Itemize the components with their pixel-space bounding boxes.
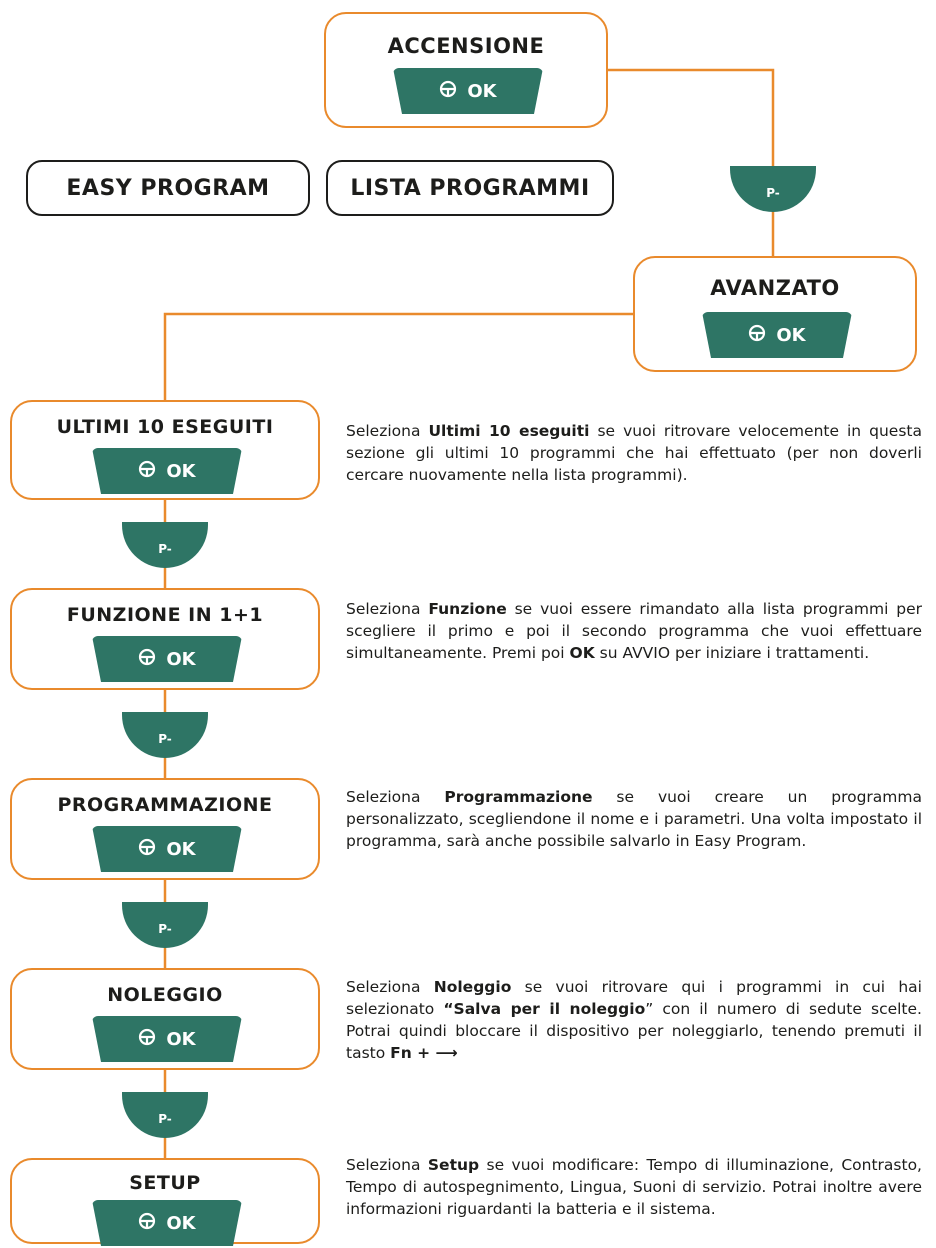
avanzato-ok-button[interactable]: OK [702,312,852,358]
funzione-ok-button[interactable]: OK [92,636,242,682]
noleggio-ok-button[interactable]: OK [92,1016,242,1062]
connector-accensione-avanzato [606,68,775,256]
ok-label: OK [166,838,196,860]
setup-description: Seleziona Setup se vuoi modificare: Temp… [346,1156,922,1218]
avanzato-box: AVANZATO OK [633,256,917,372]
fn-arrow-shortcut: Fn + ⟶ [390,1044,458,1062]
programmazione-box: PROGRAMMAZIONE OK [10,778,320,880]
easy-program-box[interactable]: EASY PROGRAM [26,160,310,216]
accensione-title: ACCENSIONE [387,34,545,58]
ok-label: OK [166,648,196,670]
setup-box: SETUP OK [10,1158,320,1246]
ok-label: OK [166,460,196,482]
connector-avanzato-ultimi [163,312,633,400]
power-icon [138,648,156,671]
ultimi-10-ok-button[interactable]: OK [92,448,242,494]
noleggio-description: Seleziona Noleggio se vuoi ritrovare qui… [346,978,922,1062]
power-icon [138,1212,156,1235]
power-icon [439,80,457,103]
programmazione-title: PROGRAMMAZIONE [57,794,273,816]
ok-label: OK [166,1212,196,1234]
accensione-ok-button[interactable]: OK [393,68,543,114]
ok-label: OK [776,324,806,346]
setup-title: SETUP [129,1172,201,1194]
ok-label: OK [467,80,497,102]
accensione-box: ACCENSIONE OK [324,12,608,128]
noleggio-box: NOLEGGIO OK [10,968,320,1070]
ultimi-10-title: ULTIMI 10 ESEGUITI [56,416,274,438]
power-icon [138,1028,156,1051]
funzione-title: FUNZIONE IN 1+1 [66,604,264,626]
lista-programmi-box[interactable]: LISTA PROGRAMMI [326,160,614,216]
ok-label: OK [166,1028,196,1050]
noleggio-title: NOLEGGIO [107,984,223,1006]
funzione-description: Seleziona Funzione se vuoi essere rimand… [346,600,922,662]
funzione-box: FUNZIONE IN 1+1 OK [10,588,320,690]
power-icon [748,324,766,347]
programmazione-ok-button[interactable]: OK [92,826,242,872]
power-icon [138,460,156,483]
programmazione-description: Seleziona Programmazione se vuoi creare … [346,788,922,850]
ultimi-10-description: Seleziona Ultimi 10 eseguiti se vuoi rit… [346,422,922,484]
power-icon [138,838,156,861]
setup-ok-button[interactable]: OK [92,1200,242,1246]
ultimi-10-box: ULTIMI 10 ESEGUITI OK [10,400,320,500]
avanzato-title: AVANZATO [710,276,840,300]
